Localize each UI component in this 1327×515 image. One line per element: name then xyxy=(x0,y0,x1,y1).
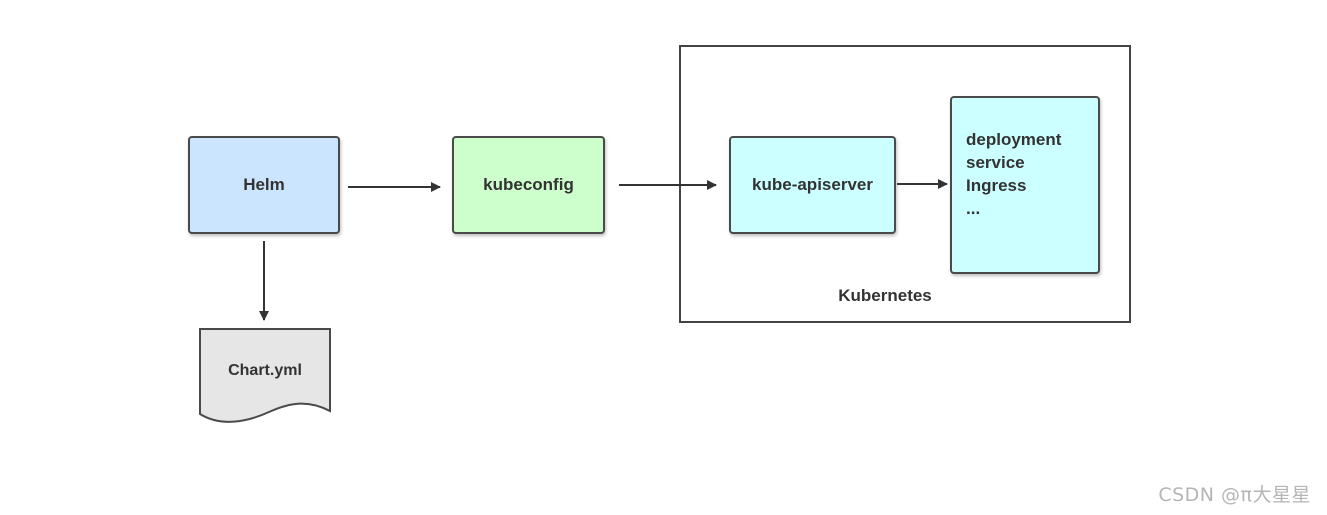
helm-node: Helm xyxy=(188,136,340,234)
resource-item: service xyxy=(966,153,1025,172)
resource-item: Ingress xyxy=(966,176,1027,195)
watermark: CSDN @π大星星 xyxy=(1158,484,1311,506)
k8s-resources-list: deployment service Ingress ... xyxy=(966,128,1061,220)
resource-item: deployment xyxy=(966,130,1062,149)
chart-file-label: Chart.yml xyxy=(228,362,302,379)
kubernetes-cluster-label: Kubernetes xyxy=(838,286,932,305)
k8s-resources-node: deployment service Ingress ... xyxy=(950,96,1100,274)
chart-document-outline xyxy=(199,328,331,423)
chart-document-shape xyxy=(199,328,331,423)
resource-item: ... xyxy=(966,199,981,218)
kubeconfig-node: kubeconfig xyxy=(452,136,605,234)
kube-apiserver-node: kube-apiserver xyxy=(729,136,896,234)
